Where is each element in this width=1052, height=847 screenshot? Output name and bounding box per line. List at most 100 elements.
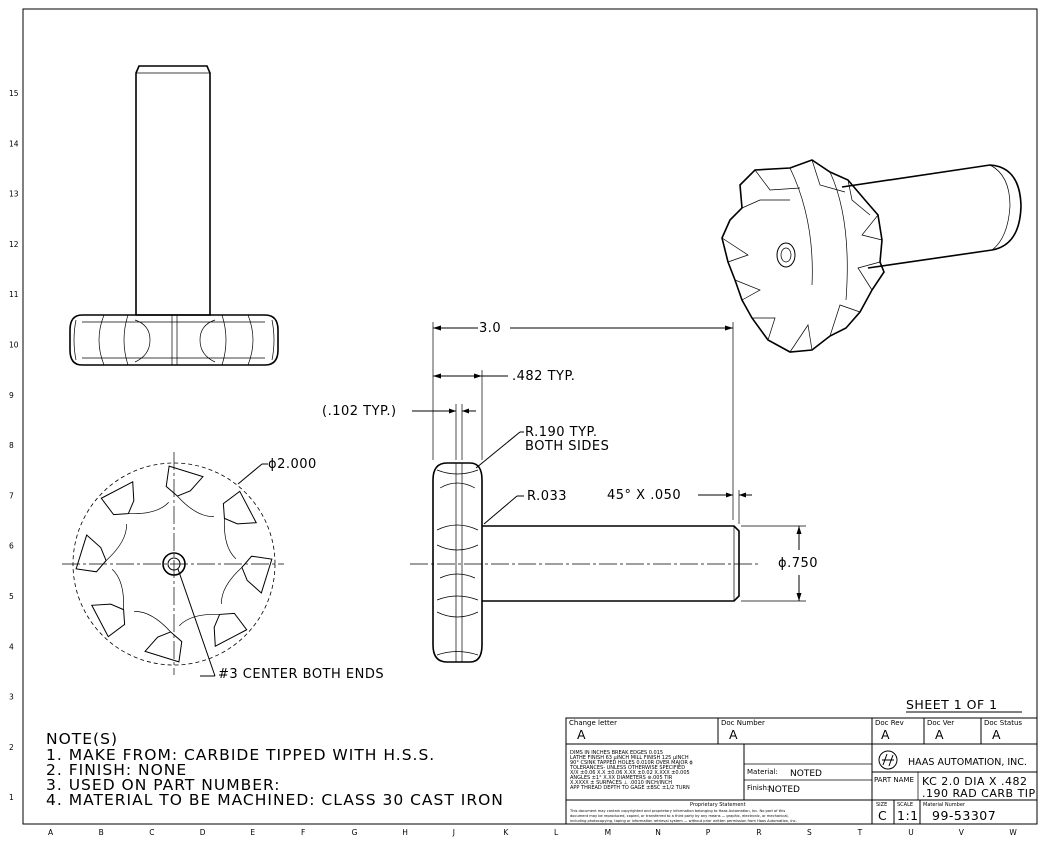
cutter-tooth (241, 555, 273, 594)
company-name: HAAS AUTOMATION, INC. (908, 757, 1027, 768)
top-view (69, 65, 279, 366)
cutter-head-side-view (432, 462, 483, 663)
grid-column-label: T (857, 828, 863, 837)
drawing-border (22, 8, 1038, 825)
chamfer-dimension: 45° X .050 (607, 488, 681, 503)
grid-column-label: L (554, 828, 559, 837)
tolerance-line: X/X ±0.06 X.X ±0.06 X.XX ±0.02 X.XXX ±0.… (570, 770, 690, 776)
tooth-gullet (134, 611, 171, 633)
grid-row-label: 10 (9, 341, 19, 350)
overall-length-dimension: 3.0 (479, 321, 501, 336)
part-name-label: PART NAME (874, 776, 914, 784)
tolerance-block: DIMS IN INCHES BREAK EDGES 0.015 LATHE F… (569, 750, 693, 791)
cutter-head-top-view (69, 314, 279, 366)
grid-column-label: E (250, 828, 255, 837)
doc-status-label: Doc Status (984, 719, 1022, 727)
proprietary-title: Proprietary Statement (690, 802, 746, 808)
iso-center-hole (776, 242, 796, 268)
tooth-gullet (221, 567, 243, 604)
notes-title: NOTE(S) (46, 730, 118, 748)
grid-row-label: 14 (9, 139, 19, 148)
grid-row-label: 1 (9, 793, 14, 802)
scale-value: 1:1 (897, 808, 919, 823)
grid-column-label: S (807, 828, 812, 837)
tooth-gullet (177, 495, 214, 517)
doc-ver: A (935, 727, 944, 742)
note-2: 2. FINISH: NONE (46, 761, 187, 779)
sheet-number: SHEET 1 OF 1 (906, 697, 998, 712)
cutter-tooth (100, 480, 135, 516)
finish-value: NOTED (768, 785, 800, 795)
side-view: 3.0 .482 TYP. (.102 TYP.) R.190 TYP. BOT… (322, 321, 818, 663)
grid-row-label: 3 (9, 693, 14, 702)
grid-row-label: 4 (9, 642, 14, 651)
part-name-line1: KC 2.0 DIA X .482 (922, 775, 1028, 788)
grid-row-label: 2 (9, 743, 14, 752)
note-3: 3. USED ON PART NUMBER: (46, 776, 281, 794)
shank-side-view (482, 525, 740, 602)
grid-column-label: G (352, 828, 358, 837)
grid-column-label: R (756, 828, 761, 837)
tolerance-line: DIMS IN INCHES BREAK EDGES 0.015 (570, 750, 663, 756)
cutter-tooth (165, 465, 204, 497)
doc-rev: A (881, 727, 890, 742)
tooth-gullet (179, 613, 220, 627)
iso-shank (841, 164, 1022, 269)
tolerance-line: X.XXXX ± SURFACES ⊥ .0010 INCH/INCH (570, 780, 672, 786)
radius-190-sides: BOTH SIDES (525, 439, 609, 454)
haas-logo (878, 750, 898, 770)
grid-column-label: J (452, 828, 455, 837)
grid-row-label: 7 (9, 491, 14, 500)
grid-row-label: 9 (9, 391, 14, 400)
notes-block: NOTE(S) 1. MAKE FROM: CARBIDE TIPPED WIT… (46, 730, 504, 809)
center-note: #3 CENTER BOTH ENDS (218, 667, 384, 682)
grid-row-label: 12 (9, 240, 19, 249)
grid-column-label: F (301, 828, 305, 837)
scale-label: SCALE (897, 802, 913, 808)
proprietary-line: This document may contain copyrighted an… (569, 809, 785, 813)
grid-row-label: 15 (9, 89, 19, 98)
grid-column-label: B (99, 828, 104, 837)
title-block: SHEET 1 OF 1 Change letter A Doc Number … (565, 697, 1038, 825)
cutter-tooth (222, 490, 258, 525)
shank-top-view (135, 65, 211, 316)
tolerance-line: 90° CSINK TAPPED HOLES 0.010R OVER MAJOR… (570, 760, 693, 766)
doc-number: A (729, 727, 738, 742)
cutter-tooth (90, 603, 126, 638)
proprietary-line: document may be reproduced, copied, or t… (570, 814, 789, 818)
grid-column-label: P (706, 828, 711, 837)
grid-row-label: 13 (9, 190, 19, 199)
grid-column-label: C (149, 828, 154, 837)
tip-width-dimension: .482 TYP. (512, 369, 575, 384)
size-value: C (878, 808, 887, 823)
finish-label: Finish: (747, 784, 769, 792)
material-number-label: Material Number (923, 802, 966, 808)
note-4: 4. MATERIAL TO BE MACHINED: CLASS 30 CAS… (46, 791, 504, 809)
tooth-gullet (128, 501, 169, 515)
isometric-view (721, 159, 1022, 353)
note-1: 1. MAKE FROM: CARBIDE TIPPED WITH H.S.S. (46, 746, 435, 764)
end-view: ϕ2.000 #3 CENTER BOTH ENDS (62, 452, 384, 682)
grid-column-label: M (605, 828, 611, 837)
cutter-teeth (75, 465, 273, 663)
tooth-gullet (105, 524, 127, 561)
radius-033-label: R.033 (527, 489, 567, 504)
change-letter: A (577, 727, 586, 742)
proprietary-line: including photocopying, taping or inform… (570, 819, 797, 823)
tooth-gullet (111, 569, 125, 610)
tooth-gullet (223, 518, 237, 559)
center-hole-outer (162, 552, 186, 576)
cutter-tooth (144, 631, 183, 663)
grid-row-label: 11 (9, 290, 19, 299)
grid-row-label: 8 (9, 441, 14, 450)
grid-column-label: N (655, 828, 661, 837)
size-label: SIZE (876, 802, 887, 808)
grid-column-label: K (503, 828, 509, 837)
doc-number-label: Doc Number (721, 719, 765, 727)
grid-column-label: A (48, 828, 54, 837)
part-name-line2: .190 RAD CARB TIP (922, 787, 1036, 800)
iso-cutter-head (721, 159, 885, 353)
doc-ver-label: Doc Ver (927, 719, 954, 727)
